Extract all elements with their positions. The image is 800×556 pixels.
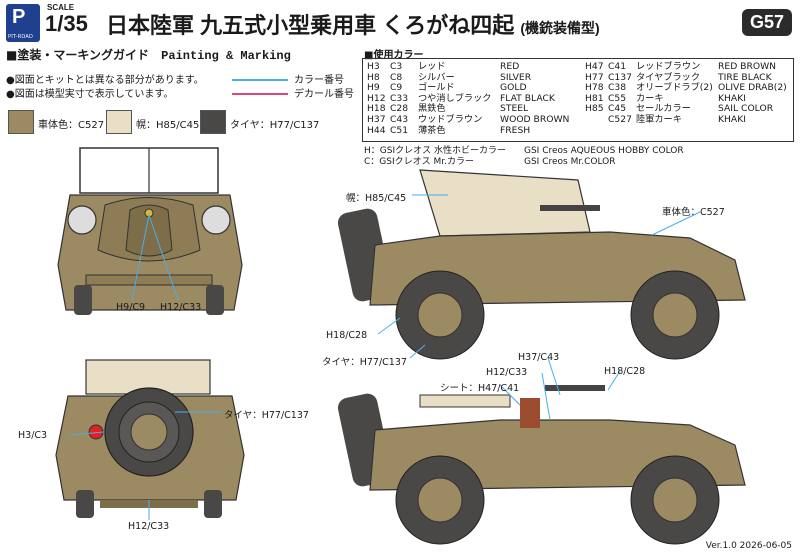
logo-letter: P: [12, 6, 26, 28]
legend-decal-number: デカール番号: [232, 85, 354, 100]
callout-front-h9: H9/C9: [116, 302, 146, 313]
section-title: ■塗装・マーキングガイド Painting & Marking: [6, 46, 291, 63]
logo-subtext: PIT-ROAD: [8, 34, 34, 40]
scale-label: SCALE: [47, 3, 75, 12]
callout-side-hood: 幌：H85/C45: [346, 193, 407, 204]
callout-side-h18: H18/C28: [326, 330, 368, 341]
title-sub: (機銃装備型): [520, 20, 600, 36]
title-main: 日本陸軍 九五式小型乗用車 くろがね四起: [106, 13, 515, 38]
callout-side2-h18: H18/C28: [604, 366, 646, 377]
swatch-body-label: 車体色：C527: [38, 120, 105, 131]
version-label: Ver.1.0 2026-06-05: [705, 541, 792, 551]
legend-blue-line: [232, 79, 288, 81]
callout-rear-tire: タイヤ：H77/C137: [224, 410, 309, 421]
callout-side-tire: タイヤ：H77/C137: [322, 357, 407, 368]
scale-value: 1/35: [45, 11, 88, 36]
callout-side2-seat: シート：H47/C41: [440, 383, 520, 394]
rear-view-illustration: [55, 359, 245, 518]
callout-side2-h37: H37/C43: [518, 352, 560, 363]
callout-rear-h12: H12/C33: [128, 521, 170, 532]
swatch-tire: [200, 110, 226, 134]
legend-pink-line: [232, 93, 288, 95]
callout-rear-h3: H3/C3: [18, 430, 48, 441]
swatch-hood-label: 幌：H85/C45: [136, 120, 200, 131]
pit-road-logo: P PIT-ROAD: [6, 4, 40, 42]
section-title-en: Painting & Marking: [161, 49, 291, 63]
front-view-illustration: [57, 147, 243, 315]
swatch-tire-label: タイヤ：H77/C137: [230, 120, 320, 131]
section-title-jp: ■塗装・マーキングガイド: [6, 48, 149, 62]
callout-side-body: 車体色：C527: [662, 207, 725, 218]
paint-table-title: ■使用カラー: [364, 50, 424, 61]
legend-color-number: カラー番号: [232, 71, 344, 86]
swatch-body: [8, 110, 34, 134]
swatch-hood: [106, 110, 132, 134]
note-1: ●図面とキットとは異なる部分があります。: [6, 75, 204, 86]
side-view-open-illustration: [337, 385, 746, 545]
page-title: 日本陸軍 九五式小型乗用車 くろがね四起 (機銃装備型): [106, 8, 600, 40]
product-code-badge: G57: [742, 9, 792, 36]
callout-side2-h12: H12/C33: [486, 367, 528, 378]
note-2: ●図面は模型実寸で表示しています。: [6, 89, 174, 100]
callout-front-h12: H12/C33: [160, 302, 202, 313]
